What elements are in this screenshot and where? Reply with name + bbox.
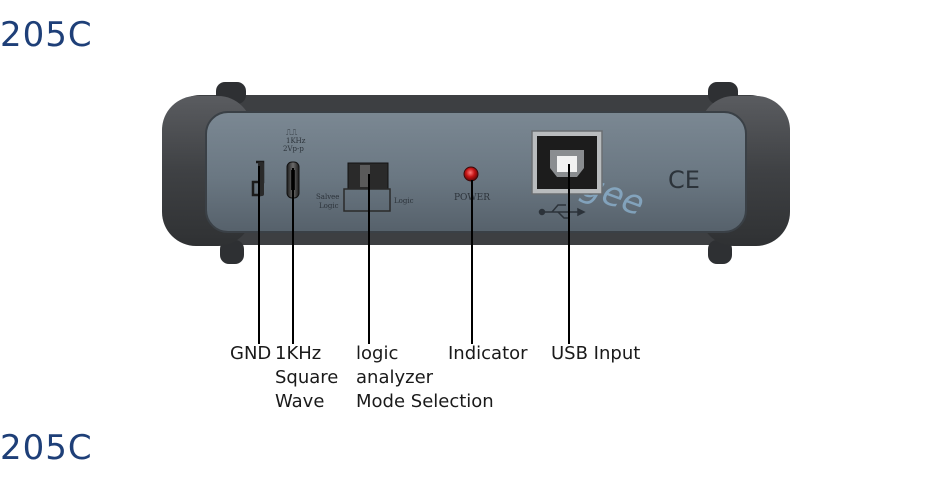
callout-usb: USB Input	[551, 342, 640, 366]
switch-label-logic-right: Logic	[394, 197, 414, 205]
model-title-top: 205C	[0, 15, 93, 55]
power-indicator-led	[463, 166, 479, 182]
wave-symbol-print: ⎍⎍	[286, 128, 298, 137]
leader-gnd	[258, 166, 260, 344]
callout-indicator-line1: Indicator	[448, 343, 528, 364]
callout-logic-mode-line3: Mode Selection	[356, 391, 494, 412]
leader-usb	[568, 164, 570, 344]
foot-bottom-right	[708, 240, 732, 264]
callout-square-wave-line1: 1KHz	[275, 343, 322, 364]
callout-indicator: Indicator	[448, 342, 528, 366]
callout-usb-line1: USB Input	[551, 343, 641, 364]
foot-bottom-left	[220, 240, 244, 264]
leader-logic-mode	[368, 174, 370, 344]
device-rear-panel: ⎍⎍ 1KHz 2Vp-p Salvee Logic Logic POWER G…	[162, 82, 790, 264]
callout-square-wave-line2: Square	[275, 367, 339, 388]
callout-logic-mode-line1: logic	[356, 343, 399, 364]
callout-logic-mode-line2: analyzer	[356, 367, 434, 388]
callout-gnd-line1: GND	[230, 343, 272, 364]
leader-square-wave	[292, 168, 294, 344]
switch-label-logic-left: Logic	[319, 202, 339, 210]
switch-label-salvee: Salvee	[316, 193, 339, 201]
usb-input-port[interactable]	[531, 130, 603, 195]
callout-gnd: GND	[230, 342, 271, 366]
usb-icon	[538, 204, 586, 219]
callout-square-wave: 1KHz Square Wave	[275, 342, 338, 414]
wave-freq-print: 1KHz	[286, 137, 306, 145]
leader-indicator	[471, 180, 473, 344]
callout-logic-mode: logic analyzer Mode Selection	[356, 342, 494, 414]
wave-amp-print: 2Vp-p	[283, 145, 304, 153]
callout-square-wave-line3: Wave	[275, 391, 325, 412]
model-title-bottom: 205C	[0, 428, 93, 468]
ce-mark: CE	[668, 166, 700, 194]
